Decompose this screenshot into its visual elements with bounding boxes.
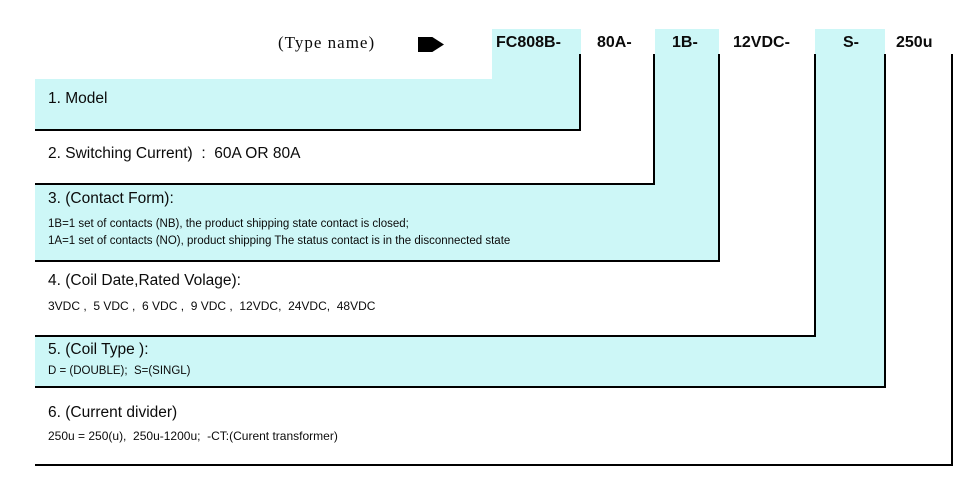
section-box-contact-form	[35, 185, 720, 262]
border-bottom-section-4	[35, 335, 816, 337]
section-box-coil-type	[35, 337, 885, 388]
section-title-contact-form: 3. (Contact Form):	[48, 190, 174, 207]
section-note-contact-form-1a: 1A=1 set of contacts (NO), product shipp…	[48, 235, 511, 247]
code-segment-coil-type: S-	[843, 34, 859, 51]
code-segment-current: 80A-	[597, 34, 632, 51]
connector-segment-2	[653, 54, 655, 185]
highlight-arm-coil-type	[815, 29, 885, 388]
border-bottom-section-6	[35, 464, 953, 466]
code-segment-model: FC808B-	[496, 34, 561, 51]
code-segment-voltage: 12VDC-	[733, 34, 790, 51]
section-box-model	[35, 79, 581, 131]
section-note-voltage-options: 3VDC , 5 VDC , 6 VDC , 9 VDC , 12VDC, 24…	[48, 299, 376, 313]
connector-segment-3	[718, 54, 720, 262]
border-bottom-section-2	[35, 183, 655, 185]
arrow-right-icon	[418, 37, 444, 52]
section-note-divider-options: 250u = 250(u), 250u-1200u; -CT:(Curent t…	[48, 429, 338, 443]
section-title-coil-voltage: 4. (Coil Date,Rated Volage):	[48, 272, 241, 289]
border-bottom-section-1	[35, 129, 581, 131]
section-title-coil-type: 5. (Coil Type ):	[48, 341, 149, 358]
section-title-model: 1. Model	[48, 90, 108, 107]
section-note-coil-type-options: D = (DOUBLE); S=(SINGL)	[48, 365, 191, 377]
border-bottom-section-5	[35, 386, 886, 388]
section-title-current-divider: 6. (Current divider)	[48, 404, 178, 421]
section-note-contact-form-1b: 1B=1 set of contacts (NB), the product s…	[48, 218, 409, 230]
section-title-switching-current: 2. Switching Current) : 60A OR 80A	[48, 145, 301, 162]
code-segment-contact-form: 1B-	[672, 34, 698, 51]
connector-segment-1	[579, 54, 581, 131]
connector-segment-4	[814, 54, 816, 337]
connector-segment-5	[884, 54, 886, 388]
border-bottom-section-3	[35, 260, 720, 262]
type-name-label: (Type name)	[278, 33, 376, 52]
code-segment-divider: 250u	[896, 34, 933, 51]
connector-segment-6	[951, 54, 953, 466]
